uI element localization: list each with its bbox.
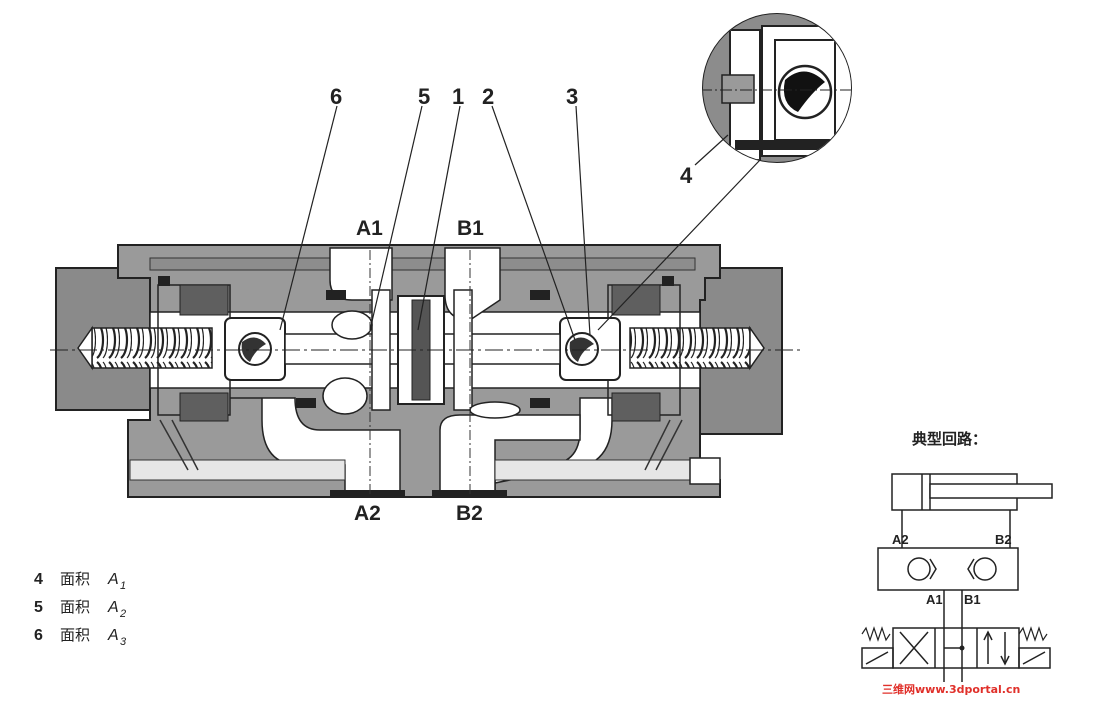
zoom-detail [702,13,852,163]
right-sleeve-inner2 [611,392,661,422]
left-spring [91,327,213,369]
right-spring-tip [749,325,765,371]
svg-text:3: 3 [120,636,127,648]
svg-text:2: 2 [119,608,126,620]
circuit-a1-label: A1 [926,592,943,607]
callout-5: 5 [418,84,430,109]
right-spring [629,327,751,369]
cylinder-rod [929,483,1053,499]
passage-left [129,459,346,481]
svg-text:4: 4 [34,571,43,588]
callout-3: 3 [566,84,578,109]
flange-a2 [330,490,405,496]
seal-4 [530,398,550,408]
circuit-b1-label: B1 [964,592,981,607]
svg-text:5: 5 [34,599,43,616]
legend: 4 面积 A 1 5 面积 A 2 6 面积 A 3 [34,570,127,648]
callout-6: 6 [330,84,342,109]
legend-item-5: 5 面积 A 2 [34,598,126,620]
leader-lines [279,105,761,341]
svg-text:面积: 面积 [60,570,90,588]
left-spring-tip [77,325,93,371]
circuit-a2-label: A2 [892,532,909,547]
port-a1-label: A1 [356,217,383,240]
seal-3 [296,398,316,408]
typical-circuit: 典型回路： A2 B2 A1 B1 [861,430,1053,682]
callout-4: 4 [680,163,693,188]
passage-diag-left [159,419,189,471]
callout-2: 2 [482,84,494,109]
passage-diag-right [644,419,671,471]
port-b1-label: B1 [457,217,484,240]
seal-5 [158,276,170,286]
passage-diag-right2 [655,419,683,471]
svg-text:面积: 面积 [60,626,90,644]
svg-text:面积: 面积 [60,598,90,616]
plug-screw [689,457,721,485]
check-block [877,547,1019,591]
legend-item-6: 6 面积 A 3 [34,626,127,648]
svg-text:A: A [107,571,119,588]
passage-diag-left2 [171,419,199,471]
seal-6 [662,276,674,286]
left-sleeve-inner [179,284,229,316]
circuit-title: 典型回路： [912,430,987,448]
port-b2-label: B2 [456,502,483,525]
passage-right [494,459,696,481]
channel-b2-body [439,414,581,495]
port-a2-label: A2 [354,502,381,525]
seal-rounded-top [331,310,373,340]
watermark: 三维网www.3dportal.cn [882,682,1020,696]
left-sleeve-inner2 [179,392,229,422]
seal-2 [530,290,550,300]
seal-rounded-bottom [469,401,521,419]
body-top-band [149,257,696,271]
legend-item-4: 4 面积 A 1 [34,570,126,592]
circuit-b2-label: B2 [995,532,1012,547]
svg-text:A: A [107,599,119,616]
seal-1 [326,290,346,300]
svg-text:1: 1 [120,580,126,592]
valve-cross-section [50,244,800,498]
svg-text:6: 6 [34,627,43,644]
seal-rounded-low [322,377,368,415]
callout-1: 1 [452,84,464,109]
svg-text:A: A [107,627,119,644]
